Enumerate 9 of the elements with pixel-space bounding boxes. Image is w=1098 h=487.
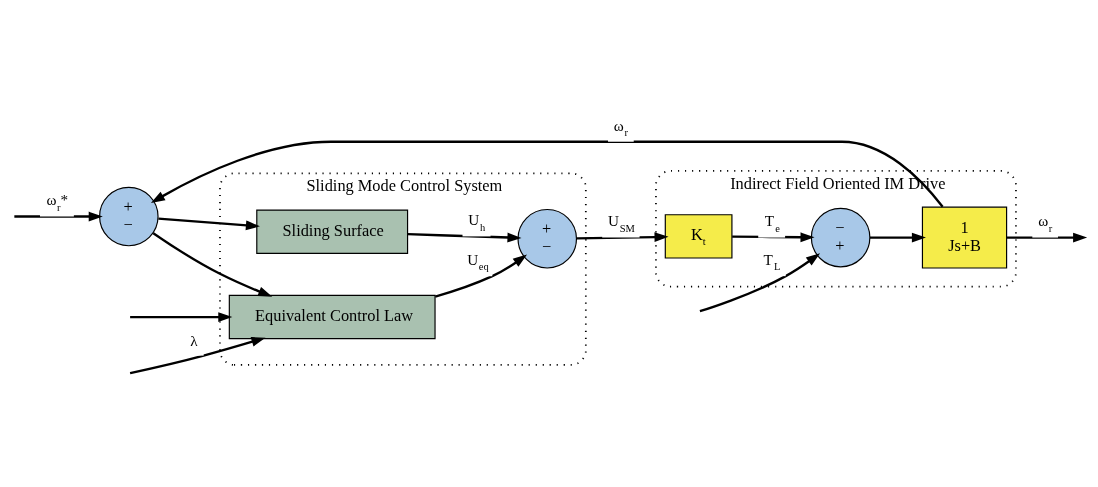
edge-label: T$_{e}$ bbox=[764, 211, 780, 234]
edge-label: U$_{eq}$ bbox=[467, 250, 489, 272]
edge-label: λ bbox=[190, 331, 198, 349]
edge-label: U$_{SM}$ bbox=[608, 211, 635, 234]
edge-label: ω$_{r}$* bbox=[46, 190, 69, 213]
edge-label: U$_{h}$ bbox=[468, 210, 486, 233]
edge-label: ω$_{r}$ bbox=[1038, 211, 1053, 234]
edge-label: T$_{L}$ bbox=[763, 250, 781, 272]
edge-label: ω$_{r}$ bbox=[613, 116, 628, 138]
